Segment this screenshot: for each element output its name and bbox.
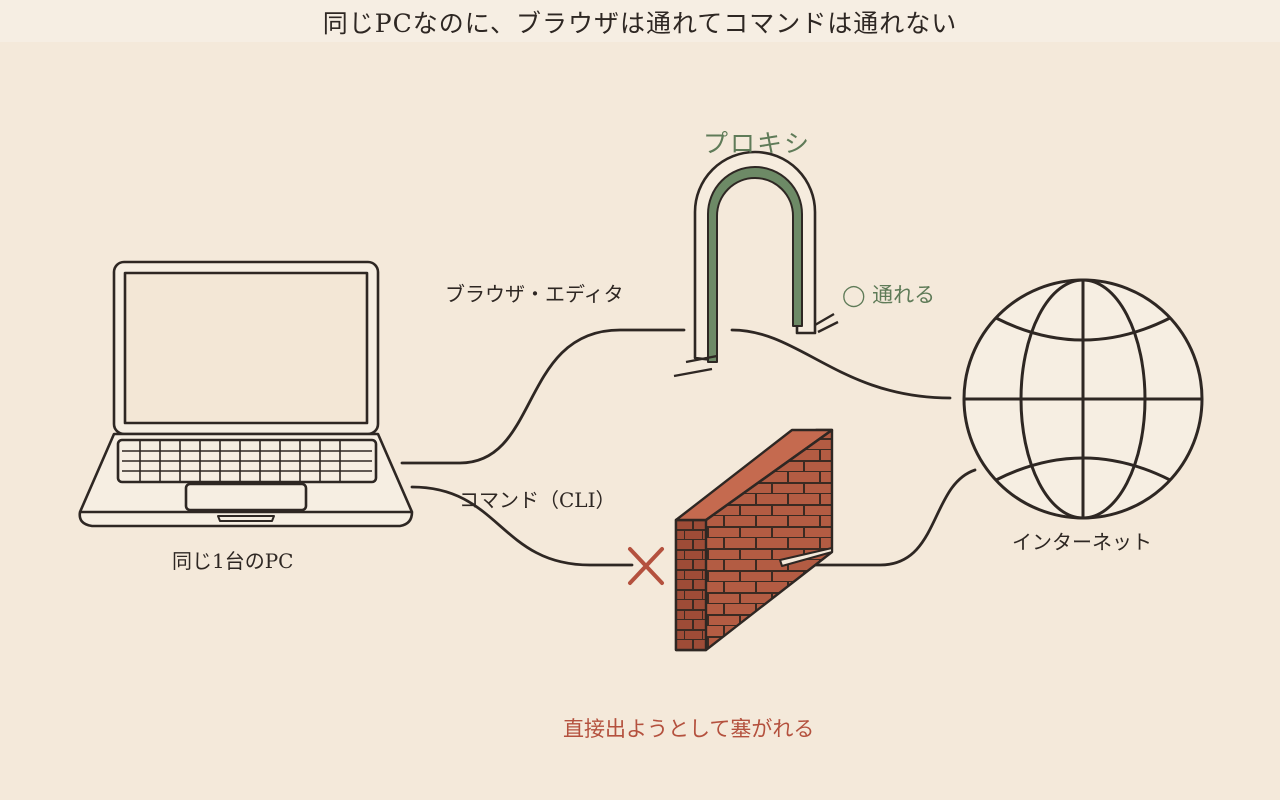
pass-label: ◯ 通れる: [842, 283, 936, 307]
proxy-exit-line: [730, 328, 952, 400]
firewall-brick-wall-icon: [674, 428, 834, 652]
laptop-icon: [78, 260, 414, 528]
diagram-title: 同じPCなのに、ブラウザは通れてコマンドは通れない: [322, 9, 958, 38]
globe-icon: [962, 278, 1204, 520]
internet-return-line: [778, 468, 977, 567]
browser-route-line: [400, 328, 686, 465]
title-band: [0, 0, 1280, 42]
blocked-caption: 直接出ようとして塞がれる: [563, 717, 815, 741]
command-route-line: [410, 485, 634, 567]
blocked-x-icon: [628, 547, 664, 585]
pc-label: 同じ1台のPC: [172, 549, 294, 573]
proxy-gate-icon: [673, 150, 839, 378]
proxy-label: プロキシ: [703, 129, 812, 158]
command-route-label: コマンド（CLI）: [459, 488, 616, 512]
internet-label: インターネット: [1012, 530, 1152, 554]
browser-route-label: ブラウザ・エディタ: [445, 282, 624, 306]
